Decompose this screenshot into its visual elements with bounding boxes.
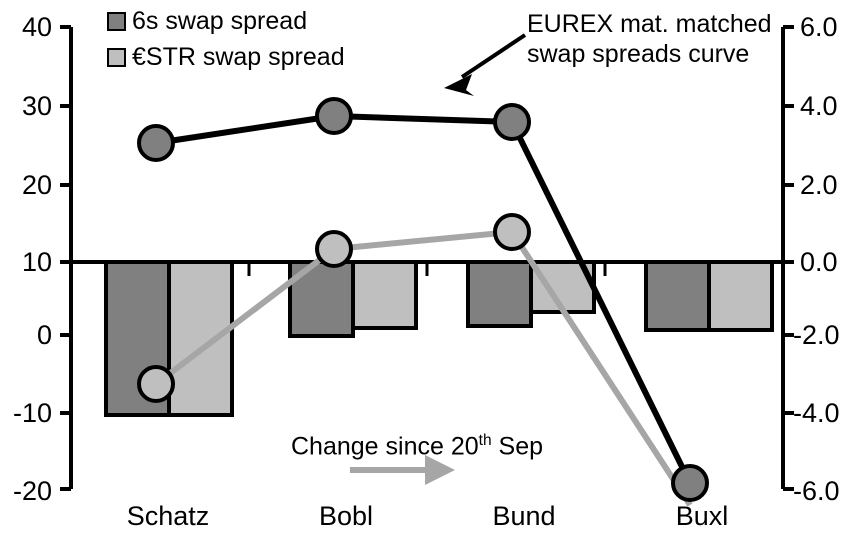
change-annotation-arrow-icon [350, 455, 455, 485]
bar-6s-buxl [644, 260, 711, 332]
marker-eurex-schatz [137, 124, 175, 162]
right-axis-tick-neg2: -2.0 [793, 320, 840, 350]
change-annotation-text: Change since 20th Sep [291, 432, 543, 462]
category-label-buxl: Buxl [675, 501, 729, 531]
right-axis-tick-0: 0.0 [800, 247, 838, 277]
legend-swatch-6s-swap-spread [107, 12, 126, 31]
eurex-annotation-line1: EUREX mat. matched [527, 10, 772, 38]
category-label-schatz: Schatz [126, 501, 210, 531]
left-axis-tick-neg20: -20 [12, 476, 52, 506]
left-axis-tick-neg10: -10 [12, 398, 52, 428]
legend-item-6s-swap-spread[interactable]: 6s swap spread [107, 9, 307, 34]
marker-eurex-buxl [671, 464, 709, 502]
left-axis-tick-30: 30 [21, 91, 52, 121]
right-axis-tick-2: 2.0 [800, 170, 838, 200]
eurex-annotation-text: EUREX mat. matched swap spreads curve [527, 10, 772, 69]
line-path-eurex [155, 113, 693, 485]
bar-estr-buxl [707, 260, 774, 332]
change-annotation-text-after: Sep [491, 432, 544, 461]
right-axis-spine [781, 25, 794, 491]
right-axis-tick-neg4: -4.0 [793, 398, 840, 428]
legend-label-estr-swap-spread: €STR swap spread [132, 43, 345, 71]
marker-change-bobl [315, 230, 353, 268]
line-series-change-since-20th-sep [137, 213, 693, 507]
bar-estr-bobl [351, 260, 418, 330]
legend-label-6s-swap-spread: 6s swap spread [132, 7, 308, 35]
left-axis-tick-0: 0 [36, 320, 52, 350]
left-axis-tick-10: 10 [21, 247, 52, 277]
left-axis-spine [60, 25, 73, 491]
right-axis-tick-6: 6.0 [800, 12, 838, 42]
bar-estr-schatz [167, 260, 234, 417]
change-annotation-superscript: th [478, 432, 492, 449]
eurex-annotation-line2: swap spreads curve [527, 39, 750, 68]
line-series-eurex-swap-spreads-curve [137, 97, 709, 502]
marker-change-schatz [137, 365, 175, 403]
marker-eurex-bobl [315, 97, 353, 135]
bar-6s-bund [466, 260, 533, 328]
legend-swatch-estr-swap-spread [107, 48, 126, 67]
category-label-bobl: Bobl [318, 501, 374, 531]
category-label-bund: Bund [492, 501, 556, 531]
change-annotation-text-before: Change since 20 [291, 432, 479, 461]
legend-item-estr-swap-spread[interactable]: €STR swap spread [107, 45, 345, 70]
marker-change-bund [493, 213, 531, 251]
bar-group-6s-swap-spread [104, 260, 711, 417]
right-axis-tick-4: 4.0 [800, 91, 838, 121]
category-tickmarks [247, 262, 607, 276]
eurex-annotation-arrow-icon [444, 33, 527, 96]
left-axis-tick-20: 20 [21, 170, 52, 200]
left-axis-tick-40: 40 [21, 12, 52, 42]
marker-eurex-bund [493, 103, 531, 141]
right-axis-tick-neg6: -6.0 [793, 476, 840, 506]
line-path-change [154, 229, 693, 507]
